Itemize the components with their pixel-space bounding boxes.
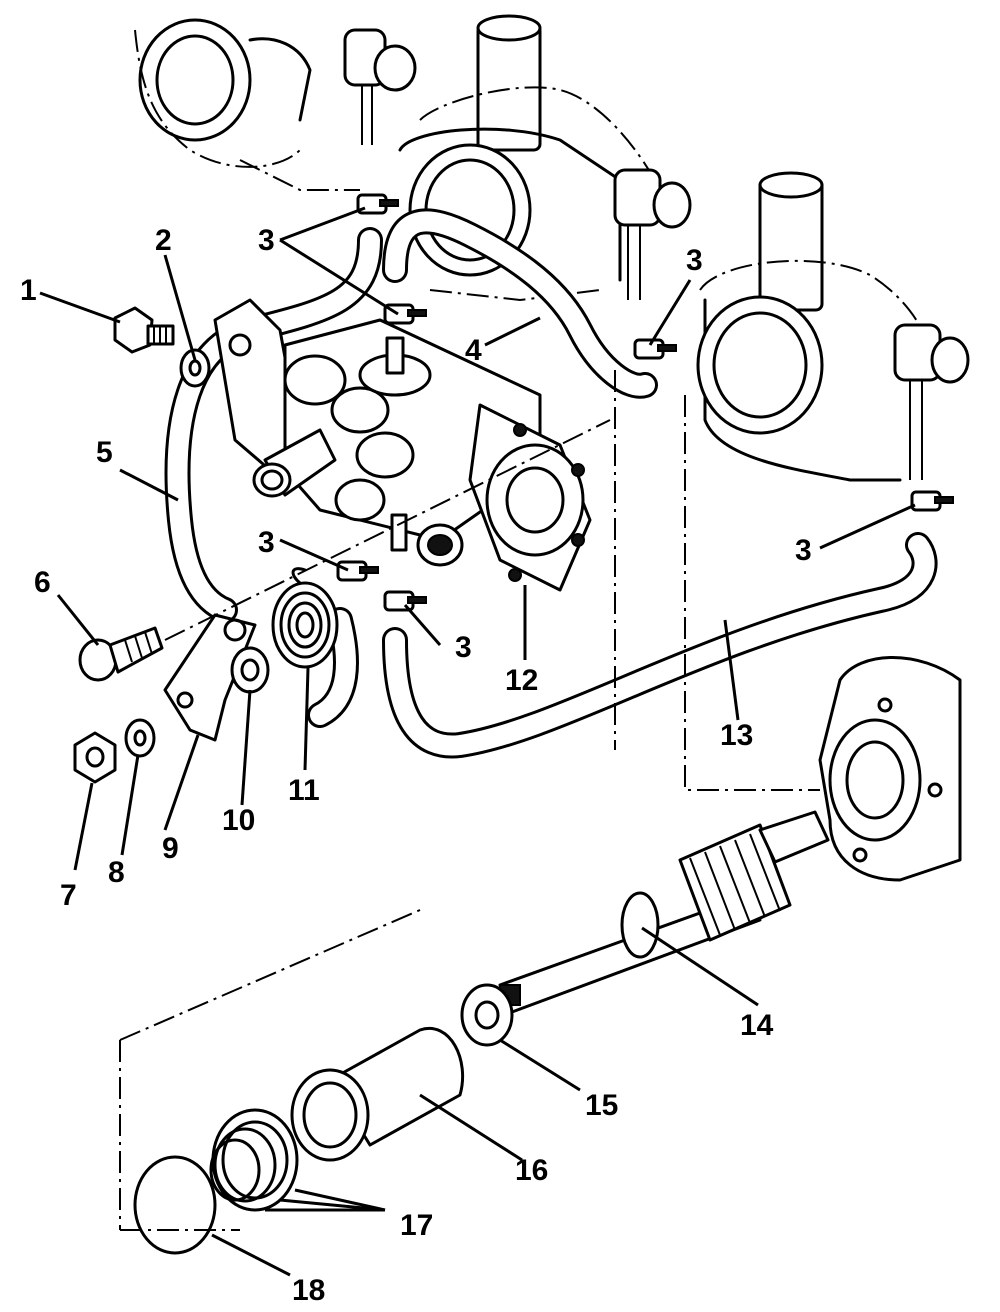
callout-10: 10 — [222, 804, 255, 837]
leader-lines — [39, 206, 916, 1277]
hose-clamp-b — [383, 303, 427, 325]
hose-clamp-d — [910, 490, 954, 512]
crankcase-housing — [614, 370, 962, 882]
callout-3-top-left: 3 — [258, 224, 275, 257]
callout-16: 16 — [515, 1154, 548, 1187]
callout-15: 15 — [585, 1089, 618, 1122]
bolt-1 — [113, 306, 175, 354]
hose-clamp-f — [383, 590, 427, 612]
washer-8 — [124, 718, 156, 758]
washer-15 — [460, 983, 514, 1047]
callout-12: 12 — [505, 664, 538, 697]
hose-13 — [382, 532, 938, 759]
upper-center-carburetor — [398, 14, 692, 302]
callout-8: 8 — [108, 856, 125, 889]
right-carburetor — [696, 171, 970, 482]
o-ring-18 — [133, 1155, 217, 1255]
callout-3-pump: 3 — [455, 631, 472, 664]
washer-10 — [230, 646, 270, 694]
hose-clamp-a — [356, 193, 399, 215]
screw-6 — [78, 626, 164, 682]
callout-11: 11 — [288, 774, 320, 807]
callout-2: 2 — [155, 224, 172, 257]
hose-4 — [382, 208, 658, 399]
callout-6: 6 — [34, 566, 51, 599]
callout-14: 14 — [740, 1009, 774, 1042]
callout-9: 9 — [162, 832, 179, 865]
callout-13: 13 — [720, 719, 753, 752]
shaft-axis-line — [119, 909, 421, 1231]
callout-3-mid-left: 3 — [258, 526, 275, 559]
fuel-pump-cover — [468, 403, 592, 592]
callout-7: 7 — [60, 879, 77, 912]
nut-7 — [73, 731, 117, 784]
callout-18: 18 — [292, 1274, 325, 1307]
callout-3-mid-right: 3 — [795, 534, 812, 567]
callout-17: 17 — [400, 1209, 433, 1242]
callout-4: 4 — [465, 334, 482, 367]
callout-1: 1 — [20, 274, 37, 307]
callout-3-top-right: 3 — [686, 244, 703, 277]
upper-left-carburetor — [134, 18, 417, 191]
pump-axis-line — [164, 419, 611, 641]
hose-short — [307, 607, 359, 728]
spring-11 — [271, 567, 339, 669]
washer-2 — [179, 348, 211, 388]
bushing-16 — [290, 1026, 465, 1162]
hose-clamp-e — [336, 560, 379, 582]
callout-5: 5 — [96, 436, 113, 469]
spring-17 — [209, 1108, 299, 1212]
drive-shaft-14 — [498, 810, 830, 1014]
hose-clamp-c — [633, 338, 677, 360]
fuel-pump-plunger — [416, 523, 464, 567]
